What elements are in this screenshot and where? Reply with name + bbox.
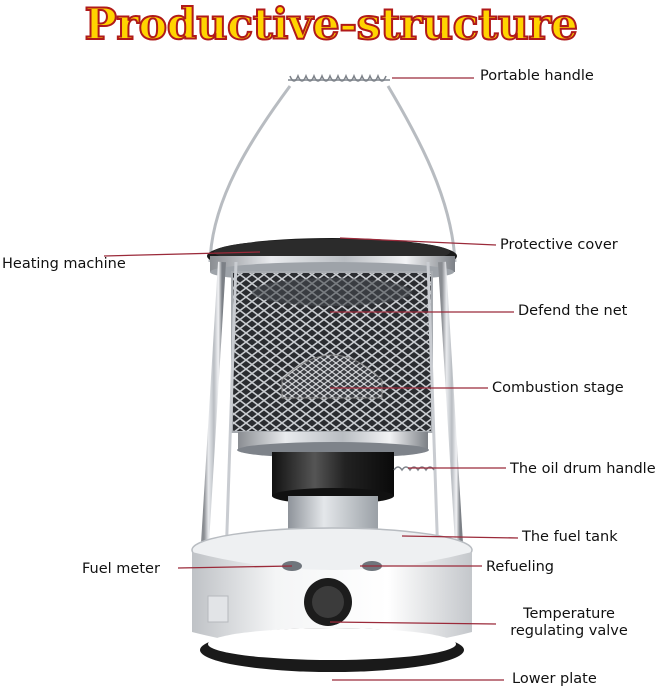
label-defend-the-net: Defend the net: [518, 303, 628, 319]
label-fuel-tank: The fuel tank: [522, 529, 618, 545]
label-temperature-valve-line2: regulating valve: [510, 623, 628, 639]
leader-heating-machine: [103, 251, 261, 257]
label-fuel-meter: Fuel meter: [82, 561, 160, 577]
label-refueling: Refueling: [486, 559, 555, 575]
leader-fuel-tank: [401, 535, 519, 539]
label-oil-drum-handle: The oil drum handle: [510, 461, 656, 477]
tank-body: [191, 527, 473, 650]
portable-handle-wire: [208, 73, 457, 263]
defend-net-shape: [231, 271, 433, 433]
label-protective-cover: Protective cover: [500, 237, 618, 253]
leader-lines: [103, 77, 519, 681]
lower-plate-shape: [200, 628, 464, 672]
label-heating-machine: Heating machine: [2, 256, 126, 272]
protective-cover-shape: [207, 238, 457, 282]
leader-fuel-meter: [177, 565, 293, 569]
label-portable-handle: Portable handle: [480, 68, 594, 84]
label-combustion-stage: Combustion stage: [492, 380, 624, 396]
label-lower-plate: Lower plate: [512, 671, 597, 687]
label-temperature-valve: Temperature regulating valve: [504, 606, 634, 640]
label-temperature-valve-line1: Temperature: [523, 606, 615, 622]
leader-temperature-valve: [329, 621, 497, 625]
leader-protective-cover: [339, 237, 497, 246]
page-title: Productive-structure: [84, 0, 579, 51]
